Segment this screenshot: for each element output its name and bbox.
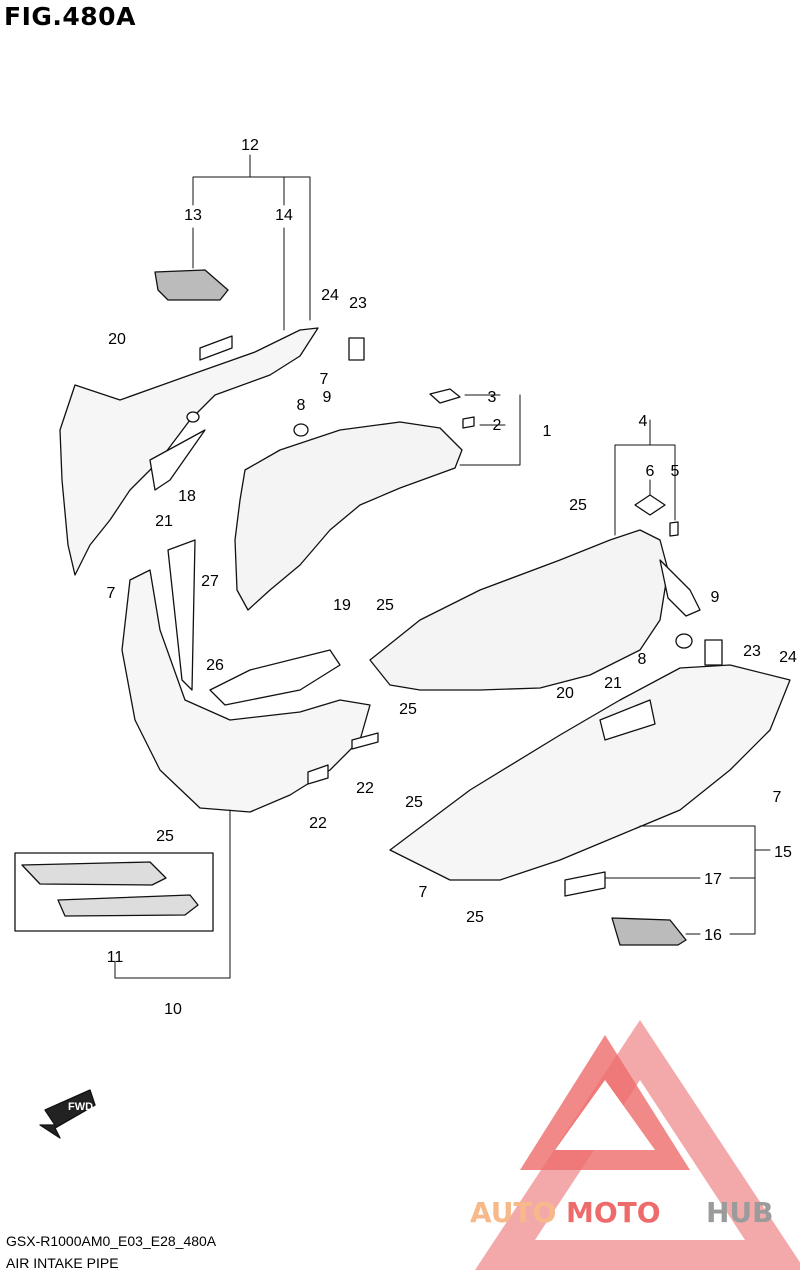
callout-7-lower: 7 xyxy=(419,884,428,901)
watermark-hub: HUB xyxy=(706,1196,774,1229)
callout-12: 12 xyxy=(241,137,259,154)
part-11-stripe-upper xyxy=(21,861,167,886)
part-22-tape-a xyxy=(351,732,379,750)
footer-code: GSX-R1000AM0_E03_E28_480A xyxy=(6,1233,217,1249)
part-14-tape xyxy=(199,335,233,361)
callout-21-left: 21 xyxy=(155,513,173,530)
callout-20-right: 20 xyxy=(556,685,574,702)
part-5-pad xyxy=(669,521,679,537)
callout-15: 15 xyxy=(774,844,792,861)
watermark-auto: AUTO xyxy=(470,1196,556,1229)
part-22-tape-b xyxy=(307,764,329,785)
part-4-air-intake-pipe-right[interactable] xyxy=(369,529,669,691)
part-21-tape-right xyxy=(599,699,656,741)
callout-8-upper: 8 xyxy=(297,397,306,414)
part-11-stripe-lower xyxy=(57,894,199,917)
leader-12 xyxy=(192,154,311,321)
callout-13: 13 xyxy=(184,207,202,224)
callout-22-a: 22 xyxy=(356,780,374,797)
callout-25-c: 25 xyxy=(399,701,417,718)
part-23-pad-right xyxy=(704,639,723,666)
callout-6: 6 xyxy=(646,463,655,480)
fwd-arrow-icon xyxy=(39,1089,96,1139)
callout-16: 16 xyxy=(704,927,722,944)
duct-arm xyxy=(659,559,701,617)
leader-15 xyxy=(604,825,771,935)
cowl-label-slot xyxy=(149,429,206,491)
callout-1: 1 xyxy=(543,423,552,440)
callout-21-right: 21 xyxy=(604,675,622,692)
callout-25-e: 25 xyxy=(156,828,174,845)
part-1-air-intake-pipe[interactable] xyxy=(234,421,463,611)
callout-24-upper: 24 xyxy=(321,287,339,304)
callout-23-upper: 23 xyxy=(349,295,367,312)
part-19-bracket[interactable] xyxy=(209,649,341,706)
callout-25-f: 25 xyxy=(466,909,484,926)
callout-17: 17 xyxy=(704,871,722,888)
callout-27: 27 xyxy=(201,573,219,590)
part-6-pad xyxy=(634,494,666,516)
part-15-lower-cowl-right[interactable] xyxy=(389,664,791,881)
callout-5: 5 xyxy=(671,463,680,480)
callout-7-left: 7 xyxy=(107,585,116,602)
callout-2: 2 xyxy=(493,417,502,434)
fwd-label: FWD xyxy=(68,1101,93,1113)
callout-7-right: 7 xyxy=(773,789,782,806)
leader-13-14 xyxy=(192,227,285,331)
callout-9-right: 9 xyxy=(711,589,720,606)
part-18-bracket[interactable] xyxy=(167,539,196,691)
callout-25-a: 25 xyxy=(569,497,587,514)
watermark-moto: MOTO xyxy=(566,1196,661,1229)
part-16-emblem xyxy=(611,917,687,946)
part-2-pad xyxy=(462,416,475,429)
callout-11: 11 xyxy=(107,949,124,966)
callout-4: 4 xyxy=(639,413,648,430)
leader-10-11 xyxy=(114,809,231,979)
callout-18: 18 xyxy=(178,488,196,505)
callout-20-upper: 20 xyxy=(108,331,126,348)
cowl-hole xyxy=(186,411,200,423)
watermark-logo xyxy=(475,1020,800,1270)
figure-title: FIG.480A xyxy=(4,2,136,31)
callout-25-d: 25 xyxy=(405,794,423,811)
part-23-pad-upper xyxy=(348,337,365,361)
part-11-box xyxy=(14,852,214,932)
callout-7-upper: 7 xyxy=(320,371,329,388)
callout-22-b: 22 xyxy=(309,815,327,832)
callout-26: 26 xyxy=(206,657,224,674)
callout-9-upper: 9 xyxy=(323,389,332,406)
callout-10: 10 xyxy=(164,1001,182,1018)
footer-caption: AIR INTAKE PIPE xyxy=(6,1255,119,1271)
part-17-tape xyxy=(564,871,606,897)
callout-8-right: 8 xyxy=(638,651,647,668)
callout-19: 19 xyxy=(333,597,351,614)
callout-14: 14 xyxy=(275,207,293,224)
part-8-grommet-right xyxy=(675,633,693,649)
part-13-emblem xyxy=(154,269,229,301)
callout-3: 3 xyxy=(488,389,497,406)
part-8-grommet-upper xyxy=(293,423,309,437)
callout-25-b: 25 xyxy=(376,597,394,614)
part-3-pad xyxy=(429,388,461,404)
callout-23-right: 23 xyxy=(743,643,761,660)
callout-24-right: 24 xyxy=(779,649,797,666)
leader-4 xyxy=(614,419,676,536)
leader-1-3 xyxy=(459,394,521,466)
